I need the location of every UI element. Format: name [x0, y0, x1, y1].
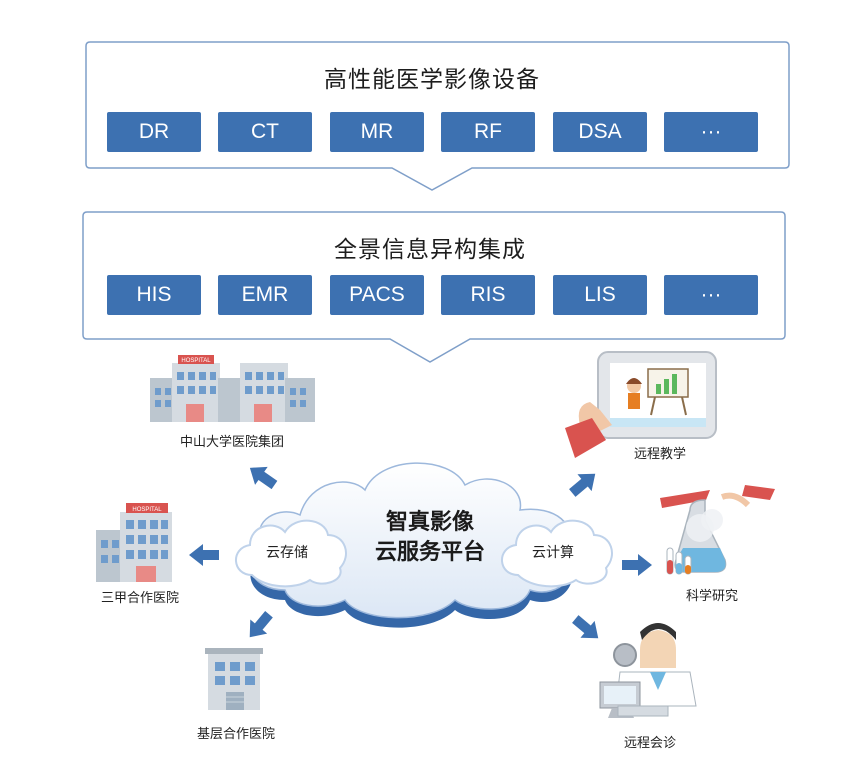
hospital-group-building-icon: HOSPITAL [150, 355, 315, 422]
chip-more-devices: ··· [664, 112, 758, 152]
cloud-title-line1: 智真影像 [385, 510, 474, 535]
arrow-to-primary-hospital [241, 607, 278, 645]
svg-text:HOSPITAL: HOSPITAL [181, 358, 211, 364]
chip-pacs: PACS [330, 275, 424, 315]
integration-panel-frame [82, 211, 786, 363]
chip-ct: CT [218, 112, 312, 152]
cloud-platform-title: 智真影像 云服务平台 [355, 508, 505, 568]
primary-hospital-label: 基层合作医院 [196, 727, 275, 742]
chip-ris: RIS [441, 275, 535, 315]
chip-lis: LIS [553, 275, 647, 315]
primary-hospital-building-icon [205, 648, 263, 710]
chip-emr: EMR [218, 275, 312, 315]
chip-rf: RF [441, 112, 535, 152]
cloud-title-line2: 云服务平台 [374, 540, 485, 565]
cloud-platform-icon [235, 462, 613, 628]
devices-panel-title: 高性能医学影像设备 [324, 67, 540, 93]
svg-text:HOSPITAL: HOSPITAL [132, 507, 162, 513]
chip-dsa: DSA [553, 112, 647, 152]
tertiary-hospital-building-icon: HOSPITAL [96, 503, 172, 582]
chip-his: HIS [107, 275, 201, 315]
arrow-to-tertiary-hospital [189, 544, 219, 566]
integration-panel-title: 全景信息异构集成 [334, 237, 526, 263]
research-label: 科学研究 [685, 589, 738, 604]
tablet-teaching-icon [565, 351, 717, 458]
hospital-group-label: 中山大学医院集团 [179, 435, 284, 450]
chip-dr: DR [107, 112, 201, 152]
chip-mr: MR [330, 112, 424, 152]
research-lab-icon [660, 485, 775, 575]
cloud-storage-label: 云存储 [266, 545, 308, 561]
cloud-computing-label: 云计算 [532, 545, 574, 561]
arrow-to-hospital-group [243, 458, 281, 495]
tertiary-hospital-label: 三甲合作医院 [100, 591, 179, 606]
arrow-to-remote-teaching [565, 465, 603, 502]
doctor-consultation-icon [599, 623, 697, 718]
devices-panel-frame [85, 41, 790, 191]
remote-teaching-label: 远程教学 [633, 447, 686, 462]
remote-consult-label: 远程会诊 [623, 736, 676, 751]
chip-more-systems: ··· [664, 275, 758, 315]
arrow-to-remote-consult [568, 610, 606, 647]
arrow-to-research [622, 554, 652, 576]
